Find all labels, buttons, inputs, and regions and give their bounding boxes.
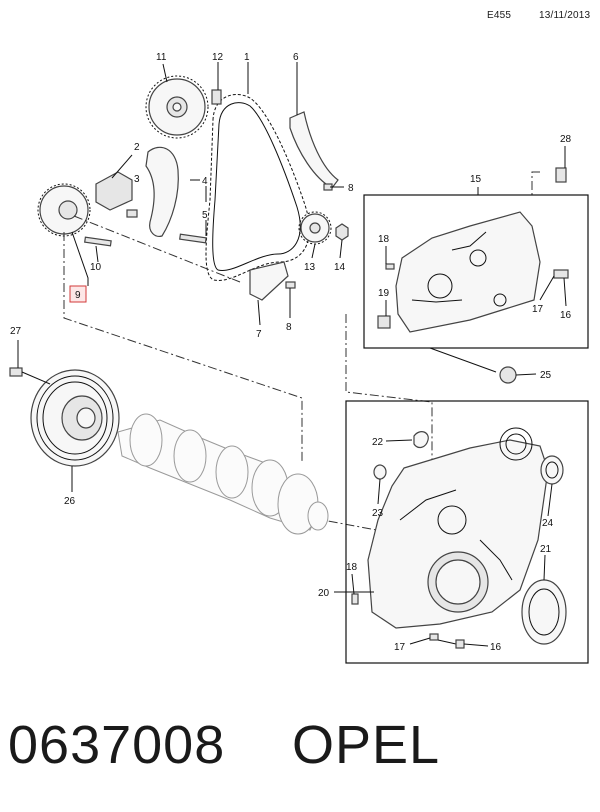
crankshaft — [117, 413, 329, 535]
callout-7: 7 — [256, 329, 262, 340]
callout-1: 1 — [244, 52, 250, 63]
brand-name: OPEL — [292, 715, 441, 775]
timing-cover-lower-box — [345, 400, 589, 664]
callout-18a: 18 — [378, 234, 390, 245]
lower-timing-cover — [367, 439, 549, 629]
exploded-parts-diagram: 11 12 1 6 2 3 4 5 8 10 9 13 14 7 8 15 28… — [9, 52, 589, 664]
callout-4: 4 — [202, 176, 208, 187]
callout-13: 13 — [304, 262, 316, 273]
guide-rail — [289, 111, 339, 189]
callout-6: 6 — [293, 52, 299, 63]
callout-16b: 16 — [490, 642, 502, 653]
lower-bolt — [455, 639, 465, 649]
camshaft-sprocket — [145, 75, 209, 139]
crankshaft-oil-seal — [521, 579, 567, 645]
callout-8a: 8 — [348, 183, 354, 194]
callout-2: 2 — [134, 142, 140, 153]
callout-18b: 18 — [346, 562, 358, 573]
callout-15: 15 — [470, 174, 482, 185]
callout-5: 5 — [202, 210, 208, 221]
callout-12: 12 — [212, 52, 224, 63]
lower-stud — [351, 593, 359, 605]
long-bolt — [429, 347, 517, 384]
callout-22: 22 — [372, 437, 384, 448]
gasket-22 — [413, 431, 429, 449]
cover-stud — [377, 315, 391, 329]
crankshaft-gear — [37, 183, 91, 237]
callout-14: 14 — [334, 262, 346, 273]
oil-seal-small — [540, 455, 564, 485]
diagram-date: 13/11/2013 — [539, 10, 591, 21]
callout-3: 3 — [134, 174, 140, 185]
callout-8b: 8 — [286, 322, 292, 333]
callout-19: 19 — [378, 288, 390, 299]
lower-washer — [429, 633, 439, 641]
sprocket-nut — [335, 223, 349, 241]
cover-top-bolt — [555, 167, 567, 183]
o-ring-23 — [373, 464, 387, 480]
cover-bolt — [553, 269, 569, 279]
callout-28: 28 — [560, 134, 572, 145]
callout-9-highlight — [69, 285, 87, 303]
callout-26: 26 — [64, 496, 76, 507]
pulley-bolt — [9, 367, 51, 385]
callout-9: 9 — [75, 290, 81, 301]
chain-tensioner — [95, 171, 133, 211]
crankshaft-pulley — [30, 369, 120, 467]
cover-pin — [385, 263, 395, 270]
callout-10: 10 — [90, 262, 102, 273]
callout-16a: 16 — [560, 310, 572, 321]
timing-cover-upper-box — [363, 194, 589, 349]
callout-25: 25 — [540, 370, 552, 381]
timing-chain — [205, 94, 310, 281]
callout-23: 23 — [372, 508, 384, 519]
diagram-code: E455 — [487, 10, 512, 21]
callout-17b: 17 — [394, 642, 406, 653]
part-number: 0637008 — [8, 715, 226, 775]
callout-24: 24 — [542, 518, 554, 529]
callout-17a: 17 — [532, 304, 544, 315]
callout-27: 27 — [10, 326, 22, 337]
tensioner-rail — [145, 146, 179, 237]
callout-21: 21 — [540, 544, 552, 555]
lower-guide — [249, 261, 289, 301]
callout-11: 11 — [156, 52, 167, 63]
callout-20: 20 — [318, 588, 330, 599]
oil-pump-sprocket — [298, 211, 332, 245]
upper-timing-cover — [395, 211, 541, 333]
